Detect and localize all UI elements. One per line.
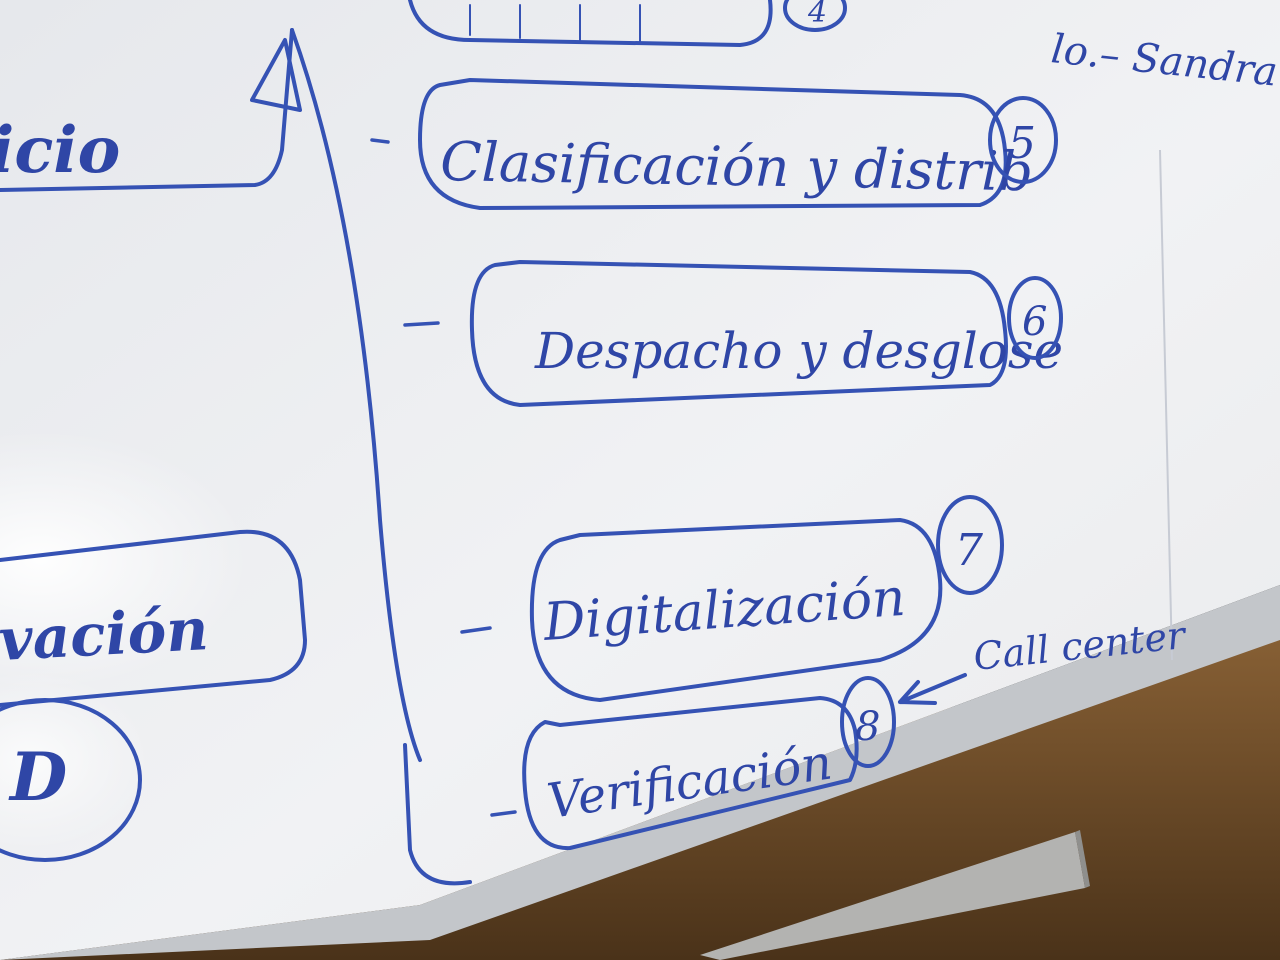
left-item-1: icio [0, 113, 120, 188]
marker-tray [700, 832, 1085, 960]
item-6-label: Despacho y desglose [534, 322, 1063, 380]
item-5-box [418, 78, 1008, 210]
item-7-number: 7 [955, 525, 983, 576]
annotation-arrow [898, 673, 967, 705]
light-glare [0, 430, 250, 690]
item-5-number: 5 [1008, 118, 1036, 169]
item-6-number: 6 [1022, 299, 1047, 345]
left-item-2: vación [0, 595, 210, 674]
bracket-line [290, 28, 422, 762]
item-7-box [529, 518, 943, 702]
item-8-box [522, 696, 859, 851]
top-number: 4 [807, 0, 827, 30]
item-8-number: 8 [855, 704, 880, 750]
item-5-label: Clasificación y distrib [440, 130, 1034, 203]
left-item-3: D [8, 738, 67, 816]
item-6-box [469, 260, 1008, 407]
